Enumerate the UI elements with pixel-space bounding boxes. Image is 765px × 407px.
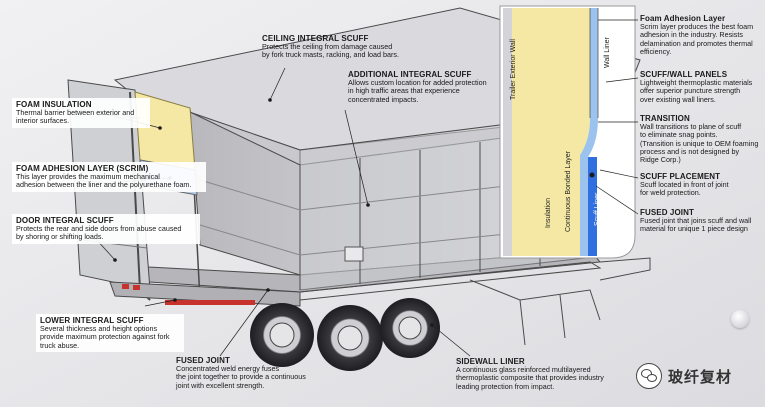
callout-ceiling-integral-scuff: CEILING INTEGRAL SCUFF Protects the ceil… <box>262 34 412 60</box>
inset-foam <box>512 8 590 256</box>
inset-scuff-liner <box>588 157 597 256</box>
watermark-text: 玻纤复材 <box>668 367 733 386</box>
callout-title: FUSED JOINT <box>176 356 230 365</box>
callout-desc-line: for weld protection. <box>640 188 701 198</box>
callout-desc-line: Fused joint that joins scuff and wall <box>640 216 752 225</box>
callout-transition: TRANSITION Wall transitions to plane of … <box>640 114 762 164</box>
callout-scuff-placement: SCUFF PLACEMENT Scuff located in front o… <box>640 172 762 198</box>
callout-additional-integral-scuff: ADDITIONAL INTEGRAL SCUFF Allows custom … <box>348 70 498 104</box>
callout-desc-line: material for unique 1 piece design <box>640 224 748 234</box>
callout-fused-joint-right: FUSED JOINT Fused joint that joins scuff… <box>640 208 762 234</box>
callout-desc-line: the joint together to provide a continuo… <box>176 372 306 382</box>
wheels <box>250 298 440 371</box>
cross-section-inset <box>499 5 636 259</box>
callout-desc-line: leading protection from impact. <box>456 381 555 391</box>
inset-liner <box>580 8 598 256</box>
callout-title: FOAM INSULATION <box>16 100 92 109</box>
callout-foam-adhesion-layer: Foam Adhesion Layer Scrim layer produces… <box>640 14 762 56</box>
callout-desc-line: Wall transitions to plane of scuff <box>640 122 742 131</box>
callout-title: SCUFF/WALL PANELS <box>640 70 728 79</box>
callout-title: SIDEWALL LINER <box>456 357 525 366</box>
callout-lower-integral-scuff: LOWER INTEGRAL SCUFF Several thickness a… <box>36 314 184 352</box>
callout-title: LOWER INTEGRAL SCUFF <box>40 316 144 325</box>
callout-fused-joint-bottom: FUSED JOINT Concentrated weld energy fus… <box>176 356 336 390</box>
label-trailer-exterior-wall: Trailer Exterior Wall <box>510 39 517 100</box>
callout-title: Foam Adhesion Layer <box>640 14 726 23</box>
callout-desc-line: process and is not designed by <box>640 146 740 156</box>
callout-desc-line: Lightweight thermoplastic materials <box>640 78 753 87</box>
callout-desc-line: Concentrated weld energy fuses <box>176 364 280 373</box>
callout-desc-line: offer superior puncture strength <box>640 86 741 96</box>
callout-desc-line: by fork truck masts, racking, and load b… <box>262 50 400 60</box>
tail-light-left <box>122 284 129 289</box>
callout-desc-line: provide maximum protection against fork <box>40 332 170 342</box>
callout-title: FUSED JOINT <box>640 208 694 217</box>
callout-desc-line: efficiency. <box>640 46 672 56</box>
callout-title: ADDITIONAL INTEGRAL SCUFF <box>348 70 472 79</box>
callout-desc-line: adhesion between the liner and the polyu… <box>16 180 192 190</box>
slide-nav-dot[interactable] <box>731 310 749 328</box>
callout-desc-line: truck abuse. <box>40 340 80 350</box>
callout-desc-line: Thermal barrier between exterior and <box>16 108 135 117</box>
callout-desc-line: delamination and promotes thermal <box>640 38 753 48</box>
callout-desc-line: adhesion in the industry. Resists <box>640 30 743 40</box>
callout-desc-line: This layer provides the maximum mechanic… <box>16 172 160 181</box>
callout-title: DOOR INTEGRAL SCUFF <box>16 216 114 225</box>
callout-desc-line: Several thickness and height options <box>40 324 158 333</box>
scuff-plate <box>344 246 364 262</box>
callout-desc-line: interior surfaces. <box>16 116 70 126</box>
callout-title: SCUFF PLACEMENT <box>640 172 721 181</box>
callout-desc-line: (Transition is unique to OEM foaming <box>640 138 759 148</box>
callout-desc-line: over existing wall liners. <box>640 94 716 104</box>
callout-desc-line: Scrim layer produces the best foam <box>640 22 754 31</box>
callout-desc-line: by shoring or shifting loads. <box>16 232 104 242</box>
callout-sidewall-liner: SIDEWALL LINER A continuous glass reinfo… <box>456 357 631 391</box>
callout-foam-adhesion-scrim: FOAM ADHESION LAYER (SCRIM) This layer p… <box>12 162 206 192</box>
watermark-logo: 玻纤复材 <box>636 363 732 389</box>
label-insulation: Insulation <box>545 198 552 228</box>
callout-desc-line: A continuous glass reinforced multilayer… <box>456 365 591 374</box>
callout-desc-line: concentrated impacts. <box>348 94 419 104</box>
callout-title: FOAM ADHESION LAYER (SCRIM) <box>16 164 149 173</box>
callout-desc-line: Protects the rear and side doors from ab… <box>16 224 182 233</box>
wechat-icon <box>636 363 662 389</box>
callout-desc-line: in high traffic areas that experience <box>348 86 460 96</box>
callout-desc-line: thermoplastic composite that provides in… <box>456 373 604 383</box>
callout-desc-line: joint with excellent strength. <box>176 380 265 390</box>
callout-desc-line: Protects the ceiling from damage caused <box>262 42 393 51</box>
label-continuous-bonded-layer: Continuous Bonded Layer <box>565 151 572 232</box>
label-wall-liner: Wall Liner <box>604 37 611 68</box>
trailer-chassis <box>109 257 651 346</box>
callout-title: CEILING INTEGRAL SCUFF <box>262 34 369 43</box>
label-scuff-liner: Scuff Liner <box>594 192 601 226</box>
callout-title: TRANSITION <box>640 114 690 123</box>
callout-desc-line: Scuff located in front of joint <box>640 180 729 189</box>
callout-desc-line: Ridge Corp.) <box>640 155 681 165</box>
callout-desc-line: to eliminate snag points. <box>640 130 718 140</box>
callout-door-integral-scuff: DOOR INTEGRAL SCUFF Protects the rear an… <box>12 214 200 244</box>
callout-desc-line: Allows custom location for added protect… <box>348 78 487 87</box>
tail-light-right <box>133 285 140 290</box>
callout-foam-insulation: FOAM INSULATION Thermal barrier between … <box>12 98 150 128</box>
callout-scuff-wall-panels: SCUFF/WALL PANELS Lightweight thermoplas… <box>640 70 762 104</box>
